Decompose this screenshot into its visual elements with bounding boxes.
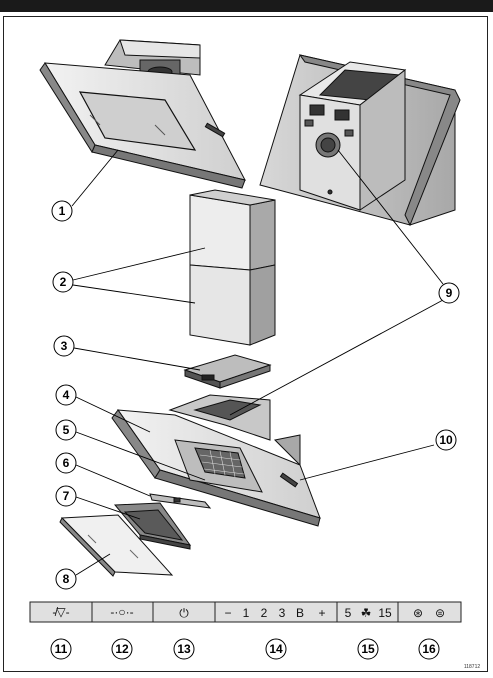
glass-panel: [59, 514, 174, 577]
timer-fan-icon[interactable]: ☘: [361, 606, 372, 620]
fan-level-2: 2: [261, 606, 268, 620]
fan-level-1: 1: [243, 606, 250, 620]
svg-text:16: 16: [422, 642, 436, 656]
callout-12: 12: [111, 638, 133, 660]
hood-body-front-view: [39, 39, 246, 189]
callout-13: 13: [173, 638, 195, 660]
svg-text:15: 15: [361, 642, 375, 656]
svg-text:14: 14: [269, 642, 283, 656]
timer-5: 5: [345, 606, 352, 620]
timer-15: 15: [378, 606, 392, 620]
svg-text:6: 6: [63, 456, 70, 470]
svg-text:10: 10: [439, 433, 453, 447]
grease-filter: [113, 502, 192, 550]
callout-6: 6: [55, 452, 77, 474]
grease-filter-indicator-icon[interactable]: ⊛: [413, 606, 423, 620]
callout-5: 5: [55, 419, 77, 441]
svg-text:7: 7: [63, 489, 70, 503]
svg-text:5: 5: [63, 423, 70, 437]
leader-lines: [71, 149, 444, 576]
hood-body-rear-view: [259, 54, 461, 227]
callout-16: 16: [418, 638, 440, 660]
callout-14: 14: [265, 638, 287, 660]
svg-text:11: 11: [55, 642, 68, 656]
callout-9: 9: [438, 282, 460, 304]
dim-button-symbol[interactable]: -·○·-: [110, 605, 133, 619]
callout-3: 3: [53, 335, 75, 357]
diagram-code: 118712: [464, 664, 481, 670]
callout-10: 10: [435, 429, 457, 451]
light-button-symbol[interactable]: -̸▽-: [52, 605, 69, 619]
fan-minus-button[interactable]: −: [224, 606, 231, 620]
callout-8: 8: [55, 568, 77, 590]
chimney-sections: [189, 189, 276, 346]
diagram-frame: [3, 16, 488, 672]
header-bar: [0, 0, 493, 12]
callout-15: 15: [357, 638, 379, 660]
charcoal-filter: [183, 354, 272, 389]
callout-1: 1: [51, 200, 73, 222]
fan-level-b: B: [296, 606, 304, 620]
fan-level-3: 3: [279, 606, 286, 620]
charcoal-filter-indicator-icon[interactable]: ⊜: [435, 606, 445, 620]
callout-2: 2: [52, 271, 74, 293]
light-strip: [149, 493, 212, 509]
svg-text:9: 9: [446, 286, 453, 300]
power-button-symbol[interactable]: ⏻: [179, 606, 189, 620]
hood-assembled: [111, 394, 321, 527]
callout-4: 4: [55, 384, 77, 406]
svg-text:2: 2: [60, 275, 67, 289]
svg-text:12: 12: [115, 642, 129, 656]
svg-text:4: 4: [63, 388, 70, 402]
fan-plus-button[interactable]: +: [318, 606, 325, 620]
control-panel: -̸▽- -·○·- ⏻ − 1 2 3 B + 5 ☘ 15 ⊛ ⊜: [29, 601, 462, 623]
svg-text:3: 3: [61, 339, 68, 353]
svg-text:1: 1: [59, 204, 66, 218]
svg-text:13: 13: [177, 642, 191, 656]
callout-11: 11: [50, 638, 72, 660]
callout-7: 7: [55, 485, 77, 507]
svg-text:8: 8: [63, 572, 70, 586]
